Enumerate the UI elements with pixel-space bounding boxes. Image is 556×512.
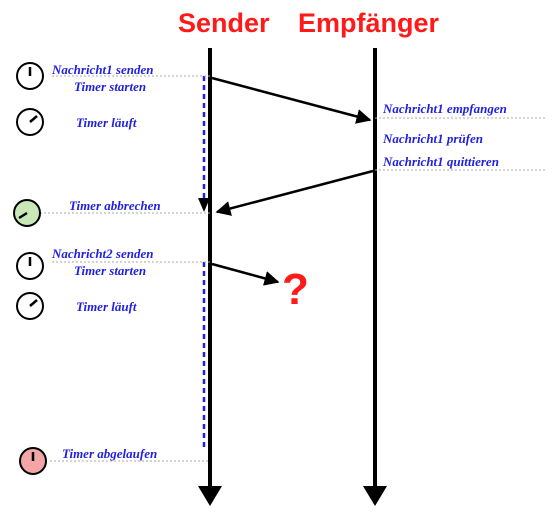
ack1-arrow bbox=[215, 169, 374, 216]
msg1-send-label: Nachricht1 senden bbox=[51, 62, 153, 77]
timer-start-1-label: Timer starten bbox=[74, 79, 146, 94]
clock-start-2-icon bbox=[16, 252, 44, 280]
guide-lines bbox=[40, 75, 545, 462]
message1-arrow bbox=[211, 76, 372, 124]
timer-running-2-label: Timer läuft bbox=[76, 299, 137, 314]
timer-start-2-label: Timer starten bbox=[74, 263, 146, 278]
sender-header: Sender bbox=[178, 8, 270, 38]
receiver-lifeline-arrowhead bbox=[363, 486, 387, 506]
clock-cancelled-icon bbox=[13, 199, 41, 227]
clock-running-2-icon bbox=[16, 292, 44, 320]
message2-arrow bbox=[211, 262, 280, 286]
clock-expired-icon bbox=[19, 447, 47, 475]
timer1-end-arrow bbox=[198, 198, 210, 212]
msg2-send-label: Nachricht2 senden bbox=[51, 246, 153, 261]
lost-message-marker: ? bbox=[282, 265, 309, 314]
sender-lifeline-arrowhead bbox=[198, 486, 222, 506]
msg1-ack-label: Nachricht1 quittieren bbox=[382, 154, 499, 169]
timer-running-1-label: Timer läuft bbox=[76, 115, 137, 130]
msg1-receive-label: Nachricht1 empfangen bbox=[382, 101, 507, 116]
timer-expired-label: Timer abgelaufen bbox=[62, 446, 157, 461]
clock-start-1-icon bbox=[16, 62, 44, 90]
timer-cancel-label: Timer abbrechen bbox=[69, 198, 161, 213]
msg1-check-label: Nachricht1 prüfen bbox=[382, 131, 483, 146]
clock-running-1-icon bbox=[16, 108, 44, 136]
receiver-header: Empfänger bbox=[298, 8, 440, 38]
